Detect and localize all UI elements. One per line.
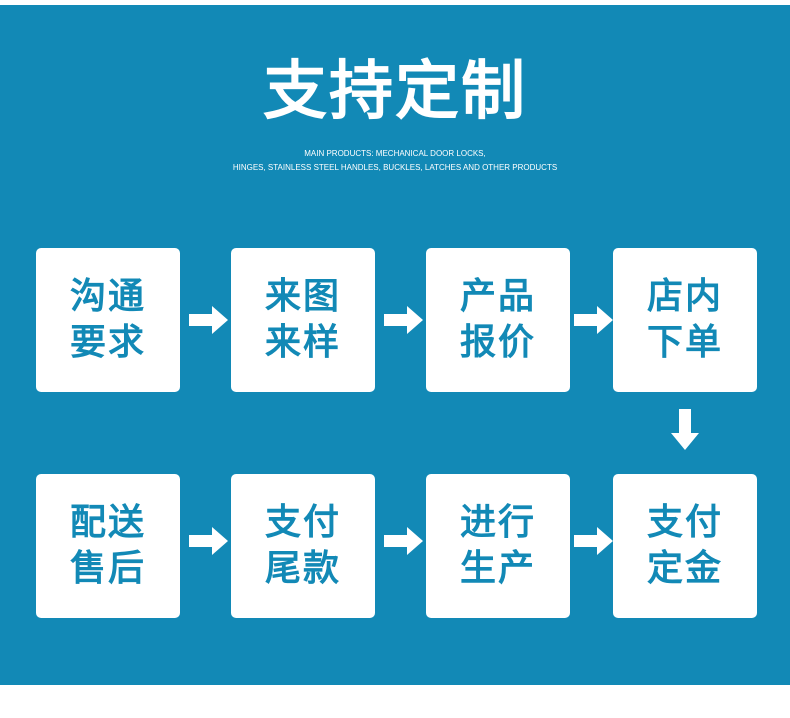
- step-label-line1: 进行: [459, 502, 536, 543]
- step-label-line2: 下单: [646, 322, 723, 363]
- step-label-line2: 生产: [459, 548, 536, 589]
- step-label-line1: 支付: [646, 502, 723, 543]
- step-label-line2: 报价: [459, 322, 536, 363]
- page-title: 支持定制: [263, 55, 527, 129]
- arrow-down-icon: [671, 409, 699, 450]
- arrow-right-icon: [574, 306, 613, 334]
- step-production: 进行 生产: [426, 474, 570, 618]
- step-pay-balance: 支付 尾款: [231, 474, 375, 618]
- step-label-line1: 配送: [69, 502, 146, 543]
- arrow-right-icon: [574, 527, 613, 555]
- step-label-line2: 定金: [646, 548, 723, 589]
- step-label-line2: 来样: [264, 322, 341, 363]
- subtitle-line-1: MAIN PRODUCTS: MECHANICAL DOOR LOCKS,: [304, 149, 486, 158]
- subtitle-line-2: HINGES, STAINLESS STEEL HANDLES, BUCKLES…: [232, 163, 558, 172]
- step-place-order: 店内 下单: [613, 248, 757, 392]
- step-label-line1: 店内: [646, 276, 723, 317]
- step-label-line1: 来图: [264, 276, 341, 317]
- step-label-line2: 尾款: [264, 548, 341, 589]
- step-product-quote: 产品 报价: [426, 248, 570, 392]
- bottom-strip: [0, 685, 790, 718]
- arrow-right-icon: [384, 527, 423, 555]
- step-label-line2: 要求: [69, 322, 146, 363]
- step-delivery-after-sales: 配送 售后: [36, 474, 180, 618]
- step-label-line1: 支付: [264, 502, 341, 543]
- arrow-right-icon: [189, 527, 228, 555]
- step-send-drawings-samples: 来图 来样: [231, 248, 375, 392]
- step-label-line1: 沟通: [69, 276, 146, 317]
- arrow-right-icon: [189, 306, 228, 334]
- step-communicate-requirements: 沟通 要求: [36, 248, 180, 392]
- step-pay-deposit: 支付 定金: [613, 474, 757, 618]
- step-label-line2: 售后: [69, 548, 146, 589]
- arrow-right-icon: [384, 306, 423, 334]
- step-label-line1: 产品: [459, 276, 536, 317]
